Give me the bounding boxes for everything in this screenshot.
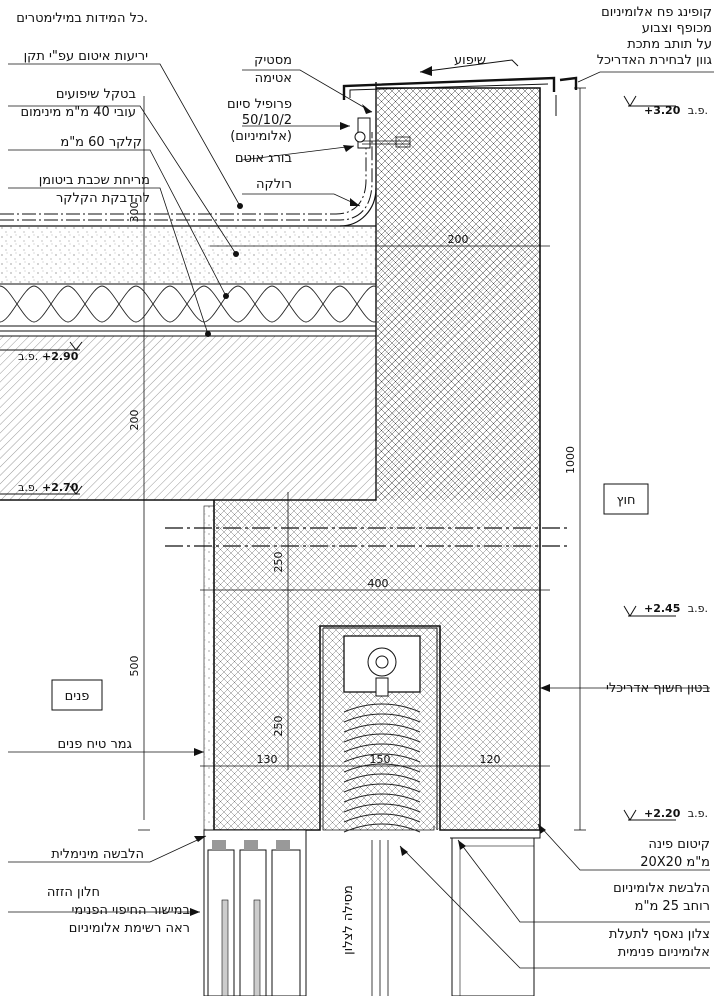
arrowheads (190, 104, 550, 916)
svg-text:בטקל שיפועים: בטקל שיפועים (56, 87, 136, 102)
coping-label: קופינג פח אלומיניום מכופף וצבוע על תותב … (597, 5, 712, 68)
svg-text:+2.20: +2.20 (644, 807, 681, 820)
svg-text:פ.ב.: פ.ב. (18, 481, 38, 494)
fillet-label: רולקה (256, 177, 292, 192)
dim-130: 130 (257, 753, 278, 766)
waterproof-membrane (0, 132, 373, 221)
corner-trim-label: קיטום פינה 20X20 מ"מ (640, 837, 710, 870)
svg-text:במישור החיפוי הפנימי: במישור החיפוי הפנימי (71, 903, 190, 918)
svg-text:ראה רשימת אלומיניום: ראה רשימת אלומיניום (69, 921, 190, 936)
min-cladding-label: הלבשה מינימלית (51, 847, 144, 862)
svg-text:50/10/2: 50/10/2 (242, 113, 292, 128)
dim-200-left: 200 (128, 410, 141, 431)
svg-text:פרופיל סיום: פרופיל סיום (227, 97, 292, 112)
dim-120: 120 (480, 753, 501, 766)
dimension-texts: 300 200 200 1000 250 400 500 250 130 150… (128, 202, 577, 767)
profile-label: פרופיל סיום 50/10/2 (אלומיניום) (227, 97, 292, 144)
fillet-roll (339, 187, 377, 227)
svg-text:+2.90: +2.90 (42, 350, 79, 363)
svg-text:גוון לבחירת האדריכל: גוון לבחירת האדריכל (597, 53, 712, 68)
svg-text:מסטיק: מסטיק (254, 53, 292, 68)
screw-label: בורג אוטם (235, 151, 292, 166)
svg-text:חלון הזזה: חלון הזזה (47, 885, 100, 900)
svg-text:+2.70: +2.70 (42, 481, 79, 494)
extra-shutter-label: צלון נאסף לתעלת אלומיניום פנימית (609, 927, 710, 960)
level-marker-245: +2.45 פ.ב. (623, 602, 708, 617)
svg-text:פ.ב.: פ.ב. (688, 602, 708, 615)
bitumen-layer (0, 330, 376, 337)
roof-insulation (0, 284, 376, 327)
svg-text:להדבקת הקלקר: להדבקת הקלקר (56, 191, 150, 206)
finish-profile (354, 117, 411, 149)
svg-text:מכופף וצבוע: מכופף וצבוע (642, 21, 712, 36)
zone-inside-box: פנים (51, 679, 103, 711)
zone-inside-label: פנים (65, 689, 90, 704)
dim-250-a: 250 (272, 552, 285, 573)
sealant-label: מסטיק אטימה (254, 53, 292, 86)
shutter-box (343, 635, 421, 697)
dim-500: 500 (128, 656, 141, 677)
dim-400: 400 (368, 577, 389, 590)
parapet-wall (376, 87, 541, 500)
svg-text:+3.20: +3.20 (644, 104, 681, 117)
leader-lines (8, 63, 714, 969)
dimension-lines (138, 87, 586, 831)
svg-text:מריחת שכבת ביטומן: מריחת שכבת ביטומן (39, 173, 150, 188)
svg-text:פ.ב.: פ.ב. (18, 350, 38, 363)
svg-text:אלומיניום פנימית: אלומיניום פנימית (618, 945, 710, 960)
svg-text:+2.45: +2.45 (644, 602, 680, 615)
svg-text:הלבשת אלומיניום: הלבשת אלומיניום (613, 881, 710, 896)
leader-dots (205, 203, 243, 337)
plaster-label: גמר טיח פנים (58, 737, 132, 752)
roof-screed (0, 225, 376, 285)
svg-text:על תותב מתכת: על תותב מתכת (627, 37, 712, 52)
slope-label: שיפוע (454, 53, 486, 68)
sliding-window-frame (203, 829, 307, 996)
svg-text:פ.ב.: פ.ב. (688, 807, 708, 820)
dim-150: 150 (370, 753, 391, 766)
exposed-concrete-label: בטון חשוף אדריכלי (606, 681, 710, 696)
dim-300: 300 (128, 202, 141, 223)
window-label: חלון הזזה במישור החיפוי הפנימי ראה רשימת… (47, 885, 190, 936)
svg-text:עובי 40 מ"מ מינימום: עובי 40 מ"מ מינימום (20, 105, 136, 120)
insulation-label: קלקר 60 מ"מ (60, 135, 142, 150)
svg-text:קיטום פינה: קיטום פינה (648, 837, 710, 852)
alu-cladding-label: הלבשת אלומיניום רוחב 25 מ"מ (613, 881, 710, 914)
membrane-label: יריעות איטום עפ"י תקן (24, 49, 149, 64)
zone-outside-label: חוץ (616, 493, 635, 508)
svg-text:20X20 מ"מ: 20X20 מ"מ (640, 855, 710, 870)
svg-text:אטימה: אטימה (255, 71, 292, 86)
svg-text:פ.ב.: פ.ב. (688, 104, 708, 117)
rolled-shutter (343, 703, 421, 996)
coping-flashing: שיפוע (342, 53, 578, 116)
concrete-slab (0, 82, 377, 501)
level-marker-320: +3.20 פ.ב. (623, 95, 708, 117)
svg-text:קופינג פח אלומיניום: קופינג פח אלומיניום (601, 5, 712, 20)
level-marker-220: +2.20 פ.ב. (623, 807, 708, 821)
svg-text:צלון נאסף לתעלת: צלון נאסף לתעלת (609, 927, 710, 942)
bitumen-label: מריחת שכבת ביטומן להדבקת הקלקר (39, 173, 150, 206)
dim-1000: 1000 (564, 446, 577, 474)
level-marker-290: פ.ב. +2.90 (0, 341, 83, 363)
svg-text:(אלומיניום): (אלומיניום) (230, 129, 292, 144)
dimension-note: כל המידות במילימטרים. (16, 11, 148, 26)
shutter-rail-label: מסילה לצלון (341, 885, 356, 955)
screed-label: בטקל שיפועים עובי 40 מ"מ מינימום (20, 87, 136, 120)
svg-text:רוחב 25 מ"מ: רוחב 25 מ"מ (635, 899, 710, 914)
dim-250-b: 250 (272, 716, 285, 737)
level-marker-270: פ.ב. +2.70 (0, 481, 83, 495)
zone-outside-box: חוץ (603, 483, 649, 515)
dim-200-top: 200 (448, 233, 469, 246)
